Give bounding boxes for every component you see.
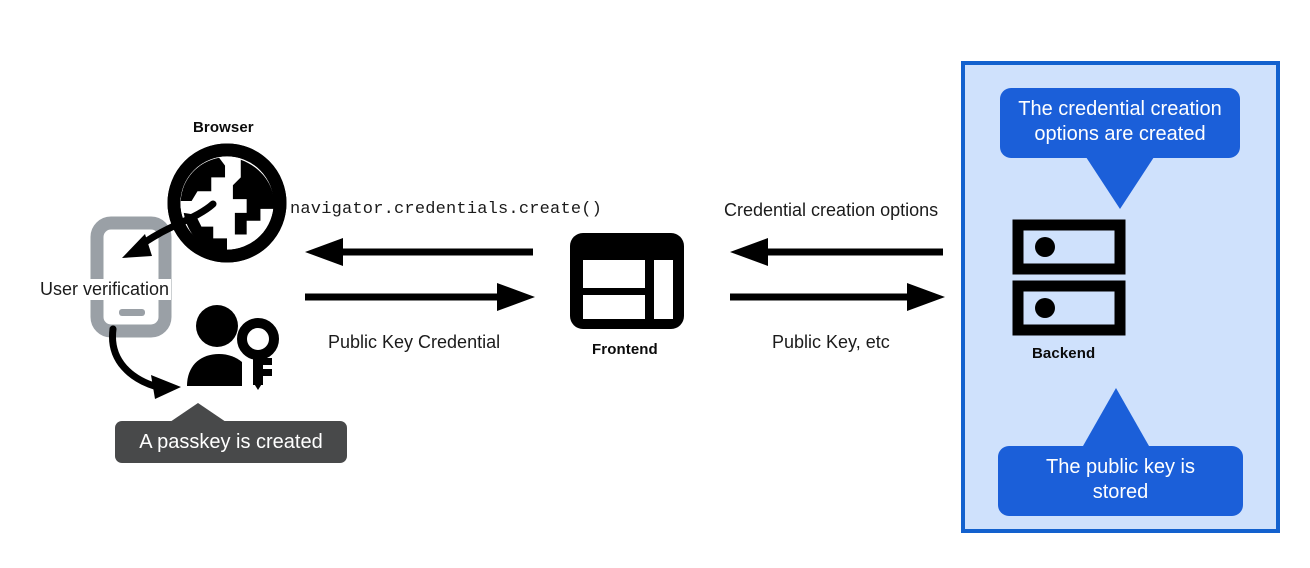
arrow-backend-to-frontend	[730, 238, 945, 266]
flow-label-navigator-create: navigator.credentials.create()	[290, 200, 603, 219]
backend-label: Backend	[1032, 345, 1096, 362]
callout-line-2: options are created	[1034, 123, 1206, 145]
tooltip-tail-icon	[170, 403, 226, 422]
globe-icon	[167, 143, 287, 263]
flow-label-public-key-credential: Public Key Credential	[328, 332, 501, 352]
smartphone-icon	[90, 216, 172, 338]
frontend-label: Frontend	[592, 341, 658, 358]
callout-tail-down-icon	[1084, 154, 1156, 209]
callout-tail-up-icon	[1083, 388, 1149, 446]
arrow-device-to-user	[103, 325, 213, 405]
flow-label-public-key-etc: Public Key, etc	[772, 332, 890, 352]
passkey-created-tooltip: A passkey is created	[115, 403, 347, 463]
dashboard-layout-icon	[568, 231, 686, 331]
flow-label-credential-options: Credential creation options	[724, 200, 939, 220]
arrow-frontend-to-backend	[730, 283, 945, 311]
tooltip-text: A passkey is created	[115, 421, 347, 463]
callout-line-1: The credential creation	[1018, 98, 1222, 120]
arrow-browser-to-frontend	[305, 283, 535, 311]
server-rack-icon	[1012, 219, 1126, 336]
user-verification-label: User verification	[38, 279, 172, 300]
arrow-browser-to-device	[95, 190, 235, 280]
callout-line-2: stored	[1092, 481, 1149, 503]
person-with-key-icon	[186, 304, 282, 390]
browser-label: Browser	[193, 119, 254, 136]
arrow-frontend-to-browser	[305, 238, 535, 266]
callout-credential-options: The credential creation options are crea…	[1000, 88, 1240, 209]
callout-line-1: The public key is	[1046, 456, 1195, 478]
